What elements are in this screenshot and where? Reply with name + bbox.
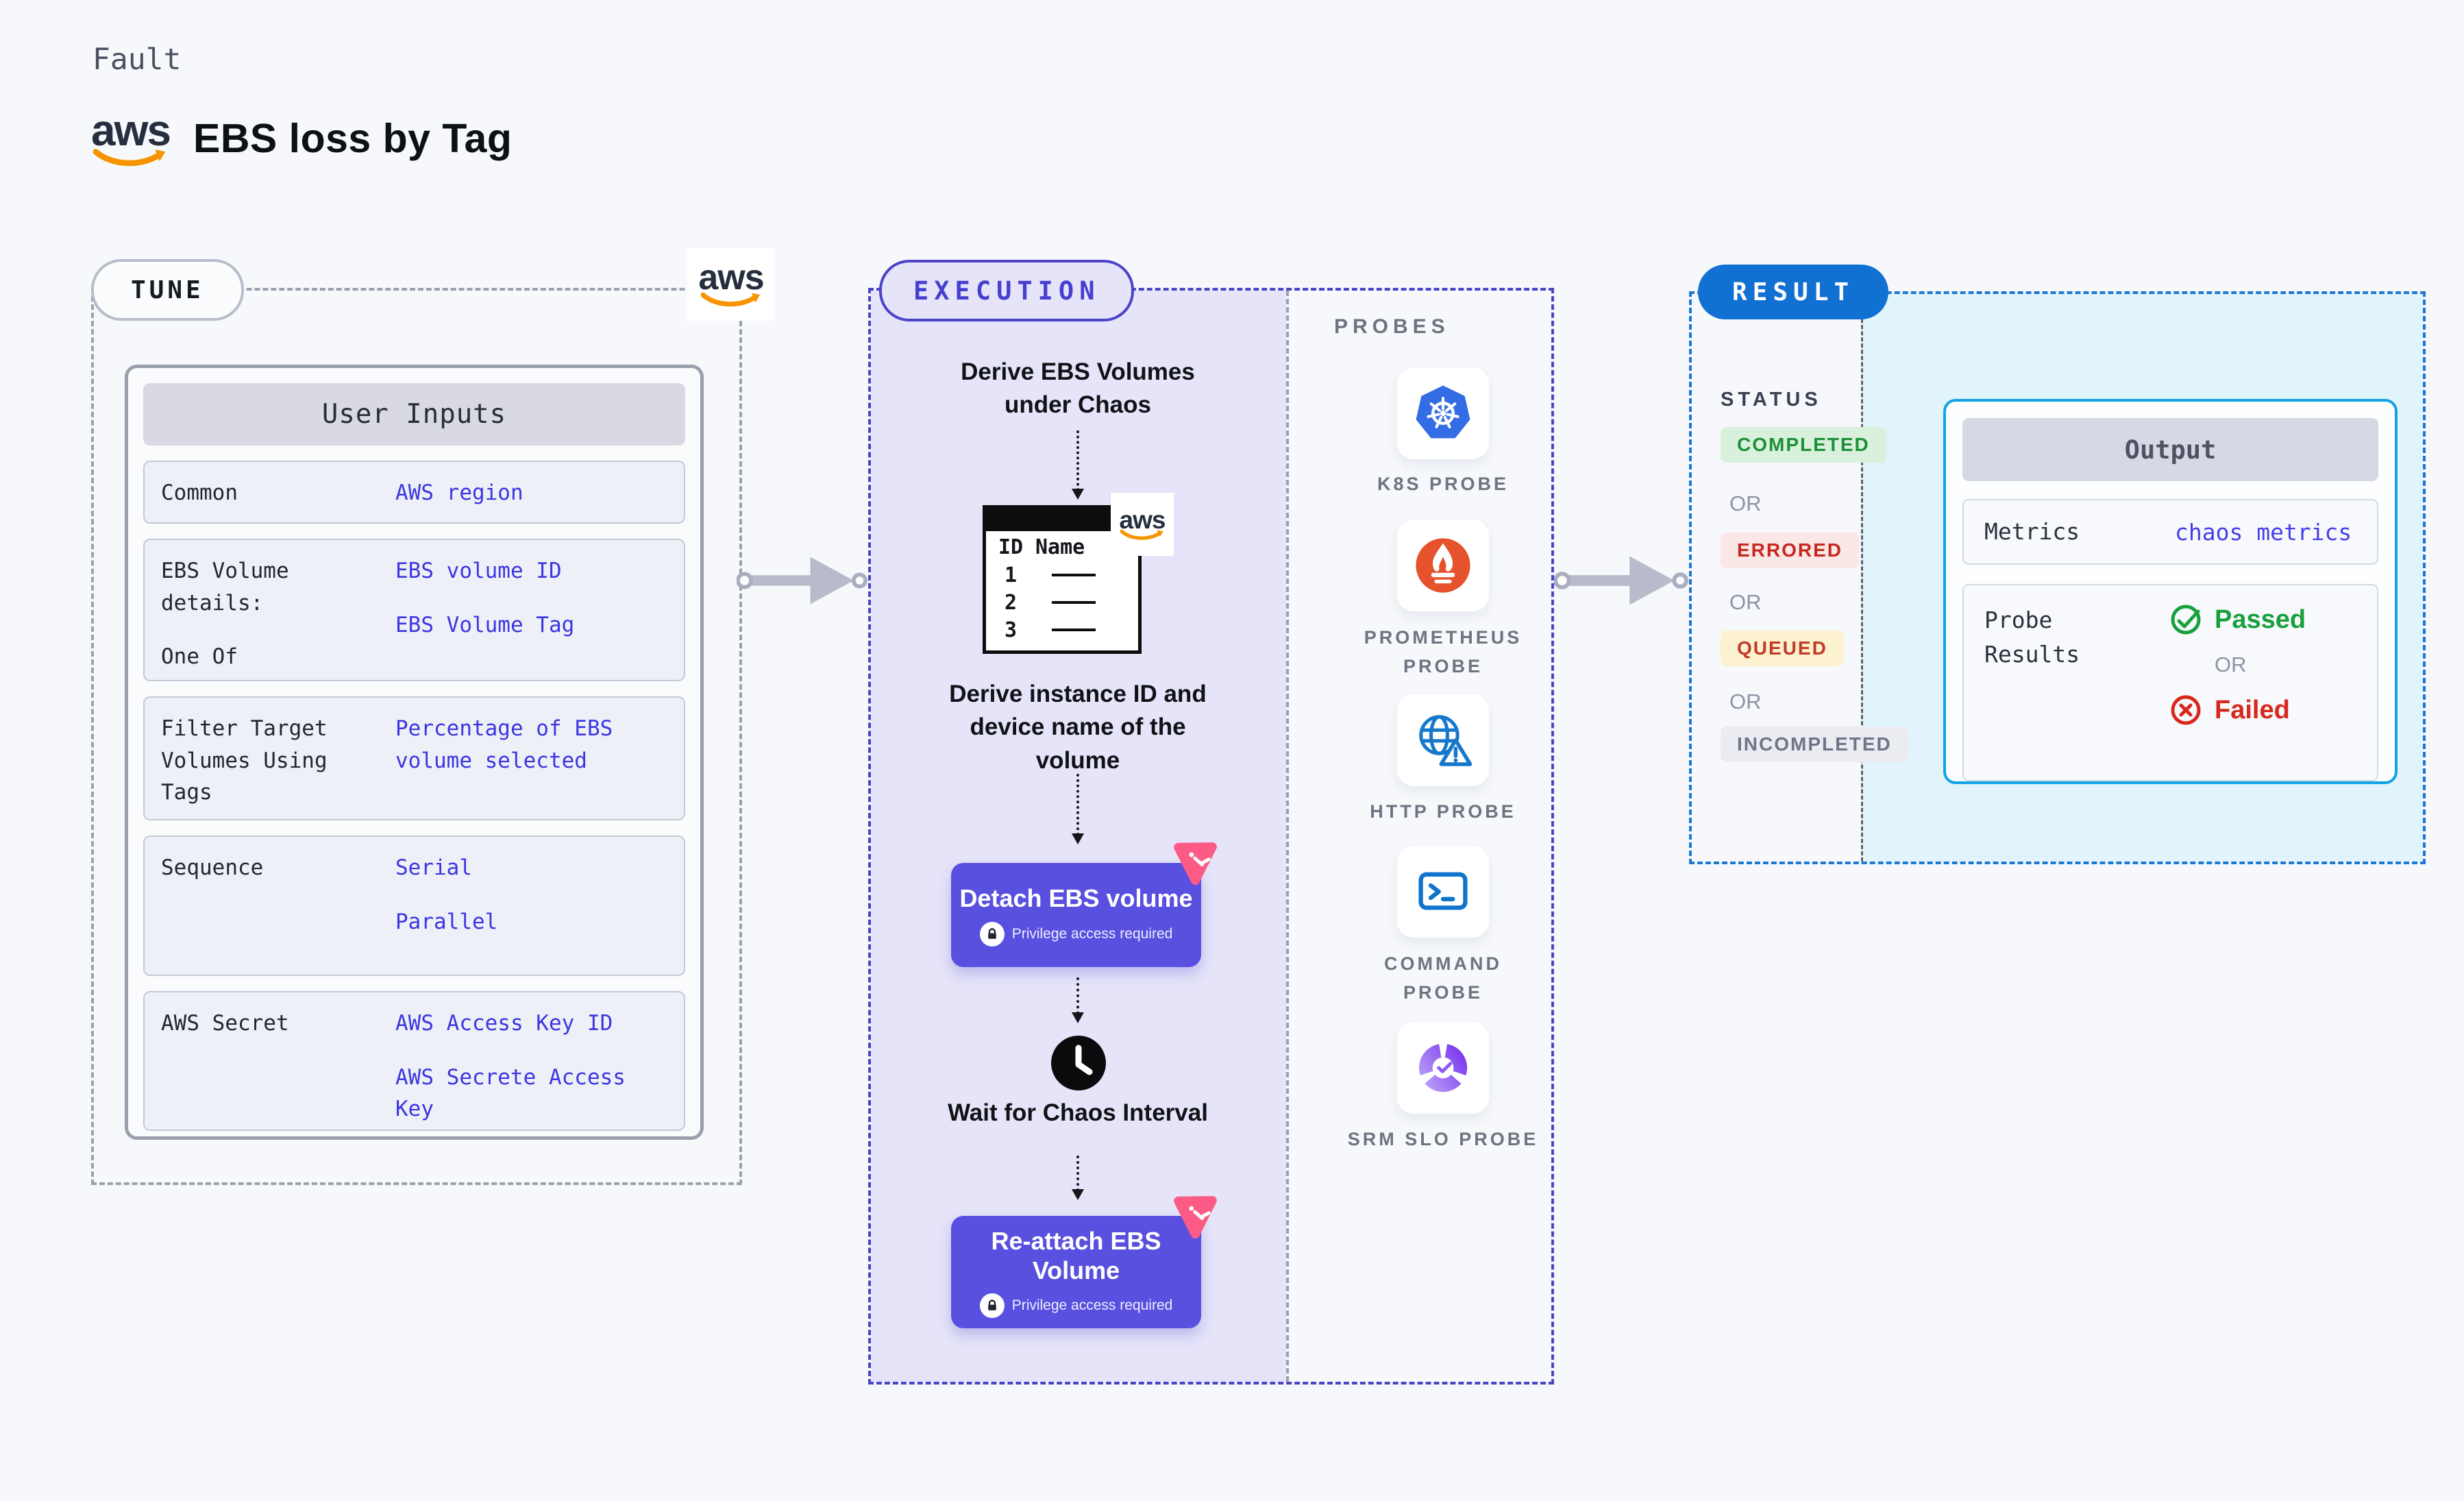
- execution-section-box: Derive EBS Volumes under Chaos ID Name 1…: [868, 288, 1554, 1384]
- tune-to-execution-arrow: [737, 557, 868, 605]
- user-input-row-filter-tags: Filter Target Volumes Using Tags Percent…: [143, 696, 685, 820]
- flow-connector-arrow: [1072, 1156, 1084, 1200]
- row-label: EBS Volume details: One Of: [161, 559, 289, 669]
- probes-divider: [1286, 291, 1289, 1382]
- probe-label: K8S PROBE: [1377, 474, 1510, 494]
- row-value: Parallel: [395, 909, 498, 934]
- output-row-metrics: Metrics chaos metrics: [1962, 499, 2378, 565]
- status-badge-incompleted: INCOMPLETED: [1721, 727, 1908, 762]
- user-inputs-title: User Inputs: [143, 383, 685, 446]
- table-row: 3: [986, 616, 1138, 644]
- aws-corner-logo-small: aws: [1111, 493, 1174, 556]
- output-card: Output Metrics chaos metrics Probe Resul…: [1943, 399, 2398, 784]
- output-title: Output: [1962, 418, 2378, 481]
- user-input-row-aws-secret: AWS Secret AWS Access Key ID AWS Secrete…: [143, 991, 685, 1131]
- row-label: AWS Secret: [161, 1011, 289, 1036]
- aws-logo-icon: aws: [698, 260, 765, 309]
- row-value: Percentage of EBS volume selected: [395, 716, 613, 773]
- aws-corner-logo: aws: [687, 248, 775, 321]
- flow-connector-arrow: [1072, 774, 1084, 844]
- tune-section-box: [91, 288, 742, 1185]
- aws-logo-icon: aws: [91, 108, 171, 169]
- probe-result-passed: Passed: [2169, 603, 2306, 636]
- row-label: Sequence: [161, 855, 264, 880]
- kubernetes-icon: [1416, 385, 1470, 439]
- chaos-experiment-icon: [1174, 842, 1217, 886]
- row-value: AWS Secrete Access Key: [395, 1064, 626, 1122]
- execution-stage-pill: EXECUTION: [879, 260, 1135, 321]
- probes-title: PROBES: [1334, 315, 1450, 338]
- metrics-value: chaos metrics: [2175, 518, 2352, 546]
- row-value: Serial: [395, 855, 472, 880]
- or-separator: OR: [1729, 590, 1762, 614]
- or-separator: OR: [1729, 690, 1762, 713]
- row-value: AWS Access Key ID: [395, 1011, 613, 1036]
- flow-connector-arrow: [1072, 977, 1084, 1023]
- x-circle-icon: [2171, 695, 2201, 725]
- user-input-row-ebs-details: EBS Volume details: One Of EBS volume ID…: [143, 539, 685, 681]
- probe-label: PROMETHEUS PROBE: [1364, 627, 1523, 676]
- slo-donut-icon: [1418, 1043, 1468, 1093]
- reattach-ebs-volume-node: Re-attach EBS Volume Privilege access re…: [951, 1216, 1201, 1328]
- privilege-note: Privilege access required: [979, 921, 1172, 947]
- status-badge-completed: COMPLETED: [1721, 427, 1886, 463]
- probe-label: SRM SLO PROBE: [1347, 1129, 1539, 1149]
- flow-connector-arrow: [1072, 430, 1084, 500]
- result-stage-pill: RESULT: [1698, 265, 1889, 319]
- prometheus-icon: [1416, 538, 1470, 593]
- privilege-note: Privilege access required: [979, 1293, 1172, 1319]
- col-id: ID: [998, 535, 1024, 559]
- http-globe-icon: [1419, 715, 1473, 766]
- command-probe-card: [1397, 846, 1489, 938]
- row-value: AWS region: [395, 480, 523, 505]
- row-value: EBS Volume Tag: [395, 612, 575, 637]
- terminal-icon: [1418, 872, 1468, 910]
- user-input-row-common: Common AWS region: [143, 461, 685, 524]
- or-separator: OR: [2215, 652, 2247, 676]
- lock-icon: [979, 921, 1005, 947]
- col-name: Name: [1035, 535, 1085, 559]
- fault-kicker: Fault: [93, 42, 182, 77]
- page-title-row: aws EBS loss by Tag: [91, 108, 512, 169]
- row-value: EBS volume ID: [395, 559, 562, 583]
- row-label: Common: [161, 480, 238, 505]
- chaos-experiment-icon: [1174, 1196, 1217, 1239]
- execution-to-result-arrow: [1554, 556, 1689, 605]
- http-probe-card: [1397, 694, 1489, 786]
- lock-icon: [979, 1293, 1005, 1319]
- aws-smile-icon: [93, 149, 166, 167]
- status-badge-errored: ERRORED: [1721, 533, 1860, 568]
- page-title: EBS loss by Tag: [193, 116, 513, 161]
- check-circle-icon: [2171, 605, 2201, 635]
- status-title: STATUS: [1721, 389, 1822, 411]
- probe-label: COMMAND PROBE: [1384, 953, 1502, 1003]
- user-inputs-card: User Inputs Common AWS region EBS Volume…: [125, 365, 704, 1140]
- k8s-probe-card: [1397, 367, 1489, 459]
- result-section-box: STATUS COMPLETED OR ERRORED OR QUEUED OR…: [1689, 291, 2426, 864]
- probe-result-failed: Failed: [2169, 694, 2306, 727]
- detach-ebs-volume-node: Detach EBS volume Privilege access requi…: [951, 863, 1201, 967]
- row-label: Filter Target Volumes Using Tags: [161, 716, 328, 805]
- step-derive-instance: Derive instance ID and device name of th…: [949, 681, 1207, 774]
- step-derive-volumes: Derive EBS Volumes under Chaos: [961, 358, 1195, 419]
- tune-stage-pill: TUNE: [91, 259, 244, 321]
- step-wait-interval: Wait for Chaos Interval: [948, 1099, 1208, 1126]
- wait-clock-icon: [1051, 1036, 1106, 1090]
- table-row: 2: [986, 589, 1138, 616]
- result-divider: [1861, 294, 1863, 862]
- prometheus-probe-card: [1397, 520, 1489, 611]
- table-row: 1: [986, 561, 1138, 589]
- probe-label: HTTP PROBE: [1370, 801, 1516, 822]
- volumes-table: ID Name 1 2 3: [983, 505, 1142, 654]
- aws-logo-icon: aws: [1120, 507, 1166, 542]
- or-separator: OR: [1729, 491, 1762, 515]
- output-row-probe-results: Probe Results Passed OR: [1962, 584, 2378, 781]
- status-badge-queued: QUEUED: [1721, 631, 1844, 666]
- srm-slo-probe-card: [1397, 1022, 1489, 1114]
- user-input-row-sequence: Sequence Serial Parallel: [143, 835, 685, 976]
